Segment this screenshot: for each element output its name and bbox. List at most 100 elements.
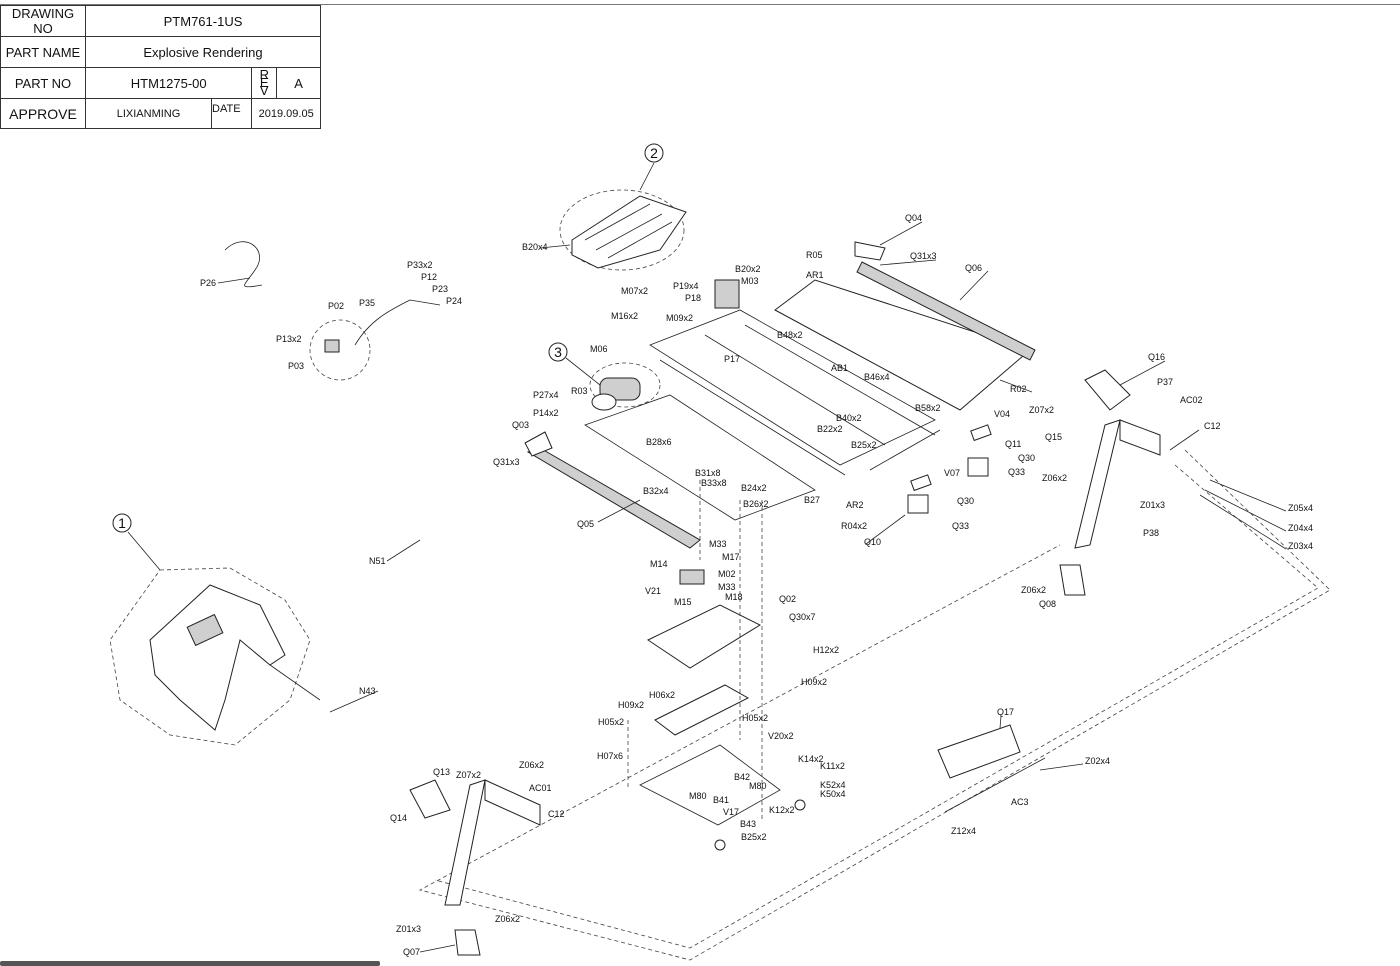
label-q02: Q02: [779, 594, 796, 604]
label-h09x2-right: H09x2: [801, 677, 827, 687]
label-b32x4: B32x4: [643, 486, 669, 496]
label-h09x2-left: H09x2: [618, 700, 644, 710]
label-z02x4: Z02x4: [1085, 756, 1110, 766]
label-q31x3-right: Q31x3: [910, 251, 937, 261]
wire-harness-part: [354, 299, 441, 346]
label-z12x4: Z12x4: [951, 826, 976, 836]
label-m07x2: M07x2: [621, 286, 648, 296]
power-cord-part: [224, 241, 263, 288]
label-ac01: AC01: [529, 783, 552, 793]
label-q05: Q05: [577, 519, 594, 529]
label-m18: M18: [725, 592, 743, 602]
running-deck-part: [774, 279, 1032, 411]
label-z06x2-left-bottom: Z06x2: [495, 914, 520, 924]
callout-3-number: 3: [554, 344, 562, 360]
date-value: 2019.09.05: [251, 98, 321, 129]
label-r03: R03: [571, 386, 588, 396]
label-m33-bottom: M33: [718, 582, 736, 592]
callout-3-leader: [565, 357, 601, 386]
leader-lines: [217, 221, 1287, 953]
floor-outline-dashed-inner: [434, 464, 1319, 949]
wheel-part: [794, 799, 806, 811]
label-p26: P26: [200, 278, 216, 288]
title-block: DRAWING NO PTM761-1US PART NAME Explosiv…: [0, 5, 321, 129]
label-q30-top: Q30: [1018, 453, 1035, 463]
drawing-no-label: DRAWING NO: [0, 5, 86, 37]
label-b20x4: B20x4: [522, 242, 548, 252]
label-q30-bottom: Q30: [957, 496, 974, 506]
label-p14x2: P14x2: [533, 408, 559, 418]
label-v20x2: V20x2: [768, 731, 794, 741]
label-q13: Q13: [433, 767, 450, 777]
label-b31x8: B31x8: [695, 468, 721, 478]
label-r02: R02: [1010, 384, 1027, 394]
callout-1-circle: [112, 513, 132, 533]
main-frame-part: [649, 309, 936, 466]
label-b48x2: B48x2: [777, 330, 803, 340]
label-q16: Q16: [1148, 352, 1165, 362]
part-labels: P26 P33x2 P12 P23 P24 P02 P35 P13x2 P03 …: [200, 213, 1313, 957]
label-ar2: AR2: [846, 500, 864, 510]
date-label: DATE: [211, 98, 253, 129]
rev-value: A: [276, 67, 321, 99]
label-p35: P35: [359, 298, 375, 308]
left-handle-part: [484, 779, 541, 826]
foot-pad-part: [714, 839, 726, 851]
controller-module-part: [679, 569, 705, 585]
label-m16x2: M16x2: [611, 311, 638, 321]
label-p12: P12: [421, 272, 437, 282]
label-b24x2: B24x2: [741, 483, 767, 493]
label-r05: R05: [806, 250, 823, 260]
label-h12x2: H12x2: [813, 645, 839, 655]
label-k50x4: K50x4: [820, 789, 846, 799]
label-m33-top: M33: [709, 539, 727, 549]
switch-part: [324, 339, 340, 353]
projection-lines: [627, 480, 763, 820]
right-base-cover-part: [1059, 564, 1086, 596]
label-b40x2: B40x2: [836, 413, 862, 423]
incline-bracket-part: [654, 684, 750, 736]
label-ab1: AB1: [831, 363, 848, 373]
label-z04x4: Z04x4: [1288, 523, 1313, 533]
part-no-label: PART NO: [0, 67, 86, 99]
label-q30x7: Q30x7: [789, 612, 816, 622]
label-p17: P17: [724, 354, 740, 364]
label-z06x2-left-top: Z06x2: [519, 760, 544, 770]
label-q03: Q03: [512, 420, 529, 430]
label-z07x2-right: Z07x2: [1029, 405, 1054, 415]
rear-cap-right-part: [854, 241, 886, 261]
label-p23: P23: [432, 284, 448, 294]
label-z06x2-right-bottom: Z06x2: [1021, 585, 1046, 595]
frame-crossbars: [659, 324, 936, 476]
label-m17: M17: [722, 552, 740, 562]
motor-hood-ribs: [584, 203, 673, 259]
label-ac02: AC02: [1180, 395, 1203, 405]
label-z01x3-left: Z01x3: [396, 924, 421, 934]
label-b25x2-bottom: B25x2: [741, 832, 767, 842]
top-border-line: [0, 4, 1400, 5]
label-q06: Q06: [965, 263, 982, 273]
label-p18: P18: [685, 293, 701, 303]
callout-1-outline: [109, 567, 311, 746]
callout-2-circle: [644, 143, 664, 163]
label-k52x4: K52x4: [820, 780, 846, 790]
left-upright-part: [444, 779, 486, 906]
rev-label-v: V: [259, 83, 269, 98]
label-q14: Q14: [390, 813, 407, 823]
label-m09x2: M09x2: [666, 313, 693, 323]
console-part: [149, 584, 286, 731]
label-m80-right: M80: [749, 781, 767, 791]
label-p33x2: P33x2: [407, 260, 433, 270]
label-z07x2-left: Z07x2: [456, 770, 481, 780]
label-c12-left: C12: [548, 809, 565, 819]
side-rail-right-part: [856, 261, 1036, 361]
label-h06x2: H06x2: [649, 690, 675, 700]
bottom-scrollbar[interactable]: [0, 961, 380, 966]
label-q17: Q17: [997, 707, 1014, 717]
label-q10: Q10: [864, 537, 881, 547]
v04-part: [970, 424, 992, 442]
label-p19x4: P19x4: [673, 281, 699, 291]
wiring-detail-outline: [309, 319, 371, 381]
rev-label-r: R: [259, 67, 269, 82]
